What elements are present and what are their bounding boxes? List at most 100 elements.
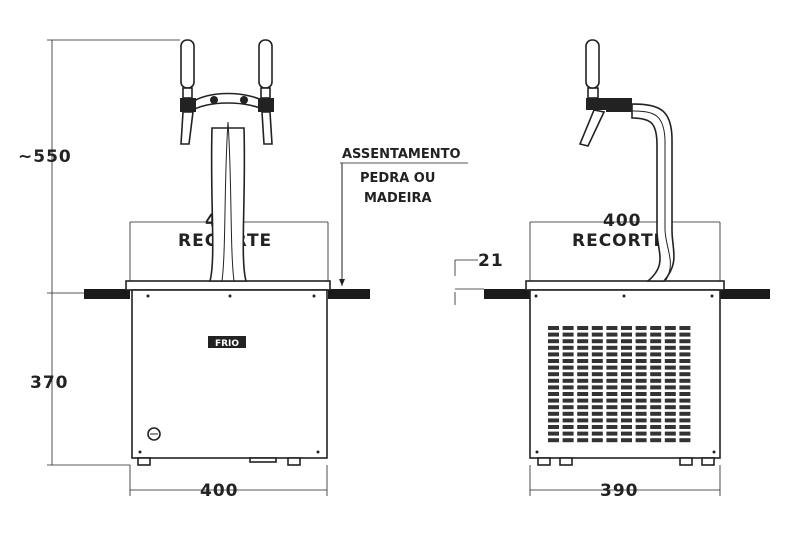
grille-slot <box>650 352 662 357</box>
grille-slot <box>606 378 618 383</box>
grille-slot <box>562 405 574 410</box>
grille-slot <box>606 385 618 390</box>
grille-slot <box>664 326 676 330</box>
grille-slot <box>562 378 574 383</box>
grille-slot <box>679 345 691 350</box>
grille-slot <box>635 431 647 436</box>
grille-slot <box>562 345 574 350</box>
grille-slot <box>548 359 559 363</box>
grille-slot <box>621 431 632 436</box>
grille-slot <box>548 398 559 403</box>
grille-slot <box>591 326 603 330</box>
grille-slot <box>577 418 589 423</box>
grille-slot <box>664 365 676 370</box>
side-tap-body <box>606 98 632 112</box>
side-view: 21 400 RECORTE 390 <box>454 39 770 501</box>
grille-slot <box>548 372 559 377</box>
grille-slot <box>635 359 647 363</box>
side-foot-1 <box>537 457 551 466</box>
side-tower-column <box>631 103 675 282</box>
tap-spout-right <box>261 111 273 145</box>
grille-slot <box>664 398 676 403</box>
grille-slot <box>664 378 676 383</box>
grille-slot <box>635 398 647 403</box>
cabinet-body <box>131 289 328 459</box>
grille-slot <box>606 411 618 416</box>
grille-slot <box>548 392 559 396</box>
grille-slot <box>548 332 559 337</box>
grille-slot <box>577 411 589 416</box>
grille-slot <box>664 352 676 357</box>
grille-slot <box>606 418 618 423</box>
grille-slot <box>591 418 603 423</box>
grille-slot <box>650 411 662 416</box>
grille-slot <box>679 372 691 377</box>
grille-slot <box>650 326 662 330</box>
grille-slot <box>606 332 618 337</box>
note-line-1: ASSENTAMENTO <box>342 147 461 162</box>
grille-slot <box>650 385 662 390</box>
grille-slot <box>650 339 662 344</box>
mounting-note: ASSENTAMENTO PEDRA OU MADEIRA <box>339 147 468 286</box>
grille-slot <box>635 372 647 377</box>
grille-slot <box>577 392 589 396</box>
side-countertop-right <box>720 289 770 299</box>
grille-slot <box>606 392 618 396</box>
grille-slot <box>591 359 603 363</box>
grille-slot <box>679 431 691 436</box>
grille-slot <box>650 418 662 423</box>
tap-handle-left <box>180 39 195 89</box>
grille-slot <box>679 359 691 363</box>
grille-slot <box>635 418 647 423</box>
grille-slot <box>548 352 559 357</box>
grille-slot <box>664 392 676 396</box>
grille-slot <box>650 378 662 383</box>
grille-slot <box>591 385 603 390</box>
grille-slot <box>562 365 574 370</box>
grille-slot <box>635 405 647 410</box>
tap-body-left <box>180 98 196 112</box>
grille-slot <box>591 352 603 357</box>
grille-slot <box>621 372 632 377</box>
grille-slot <box>664 332 676 337</box>
note-line-2: PEDRA OU <box>360 171 435 186</box>
grille-slot <box>679 392 691 396</box>
grille-slot <box>577 378 589 383</box>
grille-slot <box>577 326 589 330</box>
grille-slot <box>591 378 603 383</box>
grille-slot <box>548 378 559 383</box>
side-foot-2 <box>559 457 573 466</box>
grille-slot <box>621 438 632 443</box>
grille-slot <box>562 326 574 330</box>
grille-slot <box>664 339 676 344</box>
grille-slot <box>577 425 589 429</box>
grille-slot <box>679 332 691 337</box>
grille-slot <box>650 365 662 370</box>
side-tap-handle <box>585 39 600 89</box>
grille-slot <box>635 411 647 416</box>
grille-slot <box>591 411 603 416</box>
grille-slot <box>591 392 603 396</box>
grille-slot <box>621 418 632 423</box>
grille-slot <box>679 405 691 410</box>
grille-slot <box>606 345 618 350</box>
grille-slot <box>621 359 632 363</box>
tap-collar-right <box>260 87 271 99</box>
brand-badge-text: FRIO <box>215 339 239 349</box>
grille-slot <box>577 332 589 337</box>
grille-slot <box>577 345 589 350</box>
grille-slot <box>562 372 574 377</box>
grille-slot <box>621 398 632 403</box>
grille-slot <box>591 332 603 337</box>
grille-slot <box>664 372 676 377</box>
grille-slot <box>650 431 662 436</box>
grille-slot <box>548 431 559 436</box>
tap-manifold <box>189 92 269 114</box>
tap-collar-left <box>182 87 193 99</box>
grille-slot <box>591 431 603 436</box>
grille-slot <box>635 378 647 383</box>
brand-badge <box>208 336 246 348</box>
grille-slot <box>664 385 676 390</box>
grille-slot <box>635 392 647 396</box>
